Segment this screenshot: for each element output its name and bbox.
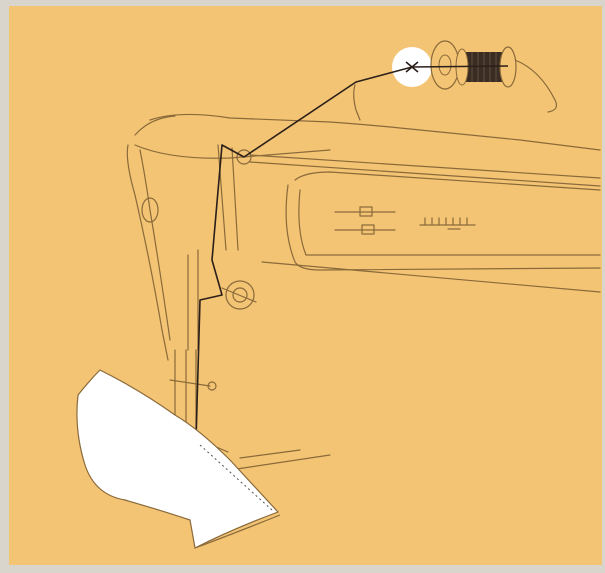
spool-end xyxy=(500,47,516,87)
spool-cap xyxy=(431,41,459,89)
